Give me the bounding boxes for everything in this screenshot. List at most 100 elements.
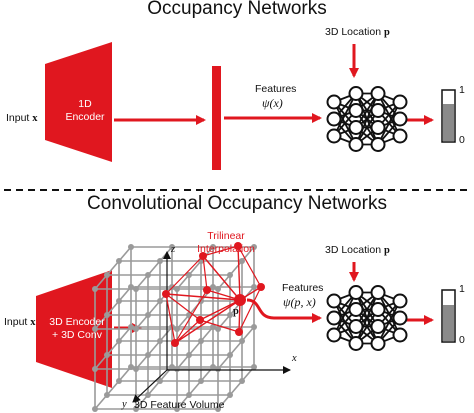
grid-node — [210, 324, 216, 330]
net-node — [326, 94, 342, 110]
interp-link — [199, 299, 241, 321]
interp-cell-edge — [199, 319, 240, 333]
net-node — [348, 120, 364, 135]
net-node — [326, 293, 342, 309]
net-node — [326, 111, 342, 127]
bottom-neural-network — [326, 285, 408, 351]
axis-y-label: y — [122, 399, 127, 410]
grid-edge — [176, 366, 214, 410]
grid-node — [116, 258, 122, 264]
grid-node — [251, 324, 257, 330]
net-node — [348, 103, 364, 118]
bottom-features-math: ψ(p, x) — [283, 295, 316, 309]
interp-corner-node — [162, 290, 170, 298]
grid-node — [157, 298, 163, 304]
interp-cell-edge — [174, 319, 201, 344]
top-encoder-shape — [45, 42, 112, 162]
interp-corner-node — [235, 328, 243, 336]
grid-edge — [217, 366, 255, 410]
net-node — [370, 120, 386, 135]
net-node — [392, 327, 408, 343]
grid-node — [186, 352, 192, 358]
grid-node — [227, 392, 233, 398]
axis-z-label: z — [171, 244, 176, 255]
grid-edge — [176, 326, 214, 370]
net-node — [392, 111, 408, 127]
grid-node — [215, 286, 221, 292]
grid-node — [227, 272, 233, 278]
net-node — [348, 319, 364, 334]
grid-edge — [217, 286, 255, 330]
net-node — [370, 137, 386, 152]
bottom-output-bar-fill — [443, 305, 454, 341]
net-node — [370, 336, 386, 351]
net-node — [392, 128, 408, 144]
grid-node — [210, 244, 216, 250]
interp-link — [237, 245, 241, 301]
grid-node — [116, 298, 122, 304]
top-features-label: Features — [255, 83, 297, 95]
net-node — [348, 86, 364, 101]
grid-node — [104, 392, 110, 398]
bottom-title: Convolutional Occupancy Networks — [87, 193, 387, 214]
net-edge — [377, 300, 401, 344]
bottom-scale-min: 0 — [459, 334, 465, 346]
grid-node — [128, 364, 134, 370]
interp-corner-node — [257, 283, 265, 291]
net-edge — [355, 93, 379, 145]
interp-cell-edge — [174, 289, 208, 344]
grid-node — [227, 312, 233, 318]
grid-node — [104, 352, 110, 358]
grid-node — [133, 326, 139, 332]
grid-node — [104, 312, 110, 318]
grid-node — [215, 406, 221, 412]
interp-cell-edge — [238, 286, 262, 333]
grid-node — [145, 352, 151, 358]
net-edge — [355, 292, 379, 344]
interp-cell-edge — [165, 293, 201, 321]
grid-edge — [176, 246, 214, 290]
grid-edge — [94, 246, 132, 290]
net-node — [348, 137, 364, 152]
top-features-math: ψ(x) — [262, 96, 283, 110]
bottom-scale-max: 1 — [459, 283, 465, 295]
grid-node — [186, 272, 192, 278]
grid-node — [116, 338, 122, 344]
feature-volume-grid — [92, 244, 291, 412]
net-edge — [333, 93, 357, 137]
grid-edge — [94, 326, 132, 370]
interp-cell-edge — [202, 245, 239, 257]
grid-node — [174, 326, 180, 332]
bottom-location-label: 3D Location p — [325, 244, 390, 256]
grid-node — [251, 284, 257, 290]
grid-edge — [94, 286, 132, 330]
interp-link — [202, 255, 241, 301]
grid-node — [133, 286, 139, 292]
top-neural-network — [326, 86, 408, 152]
bottom-arrow-volume-to-net — [246, 298, 322, 323]
grid-node — [174, 366, 180, 372]
net-node — [392, 293, 408, 309]
grid-node — [186, 392, 192, 398]
net-node — [370, 302, 386, 317]
grid-node — [92, 286, 98, 292]
grid-node — [92, 406, 98, 412]
grid-node — [128, 244, 134, 250]
grid-node — [128, 324, 134, 330]
top-feature-bar — [212, 66, 221, 170]
top-scale-max: 1 — [459, 84, 465, 96]
top-output-bar-fill — [443, 104, 454, 141]
grid-node — [104, 272, 110, 278]
grid-edge — [135, 366, 173, 410]
net-node — [370, 86, 386, 101]
grid-node — [169, 244, 175, 250]
grid-node — [239, 338, 245, 344]
grid-node — [174, 286, 180, 292]
net-node — [370, 319, 386, 334]
top-scale-min: 0 — [459, 134, 465, 146]
net-node — [370, 103, 386, 118]
top-input-label: Input x — [6, 112, 38, 124]
bottom-encoder-shape — [36, 270, 112, 388]
query-point-p — [234, 294, 246, 306]
net-node — [326, 128, 342, 144]
